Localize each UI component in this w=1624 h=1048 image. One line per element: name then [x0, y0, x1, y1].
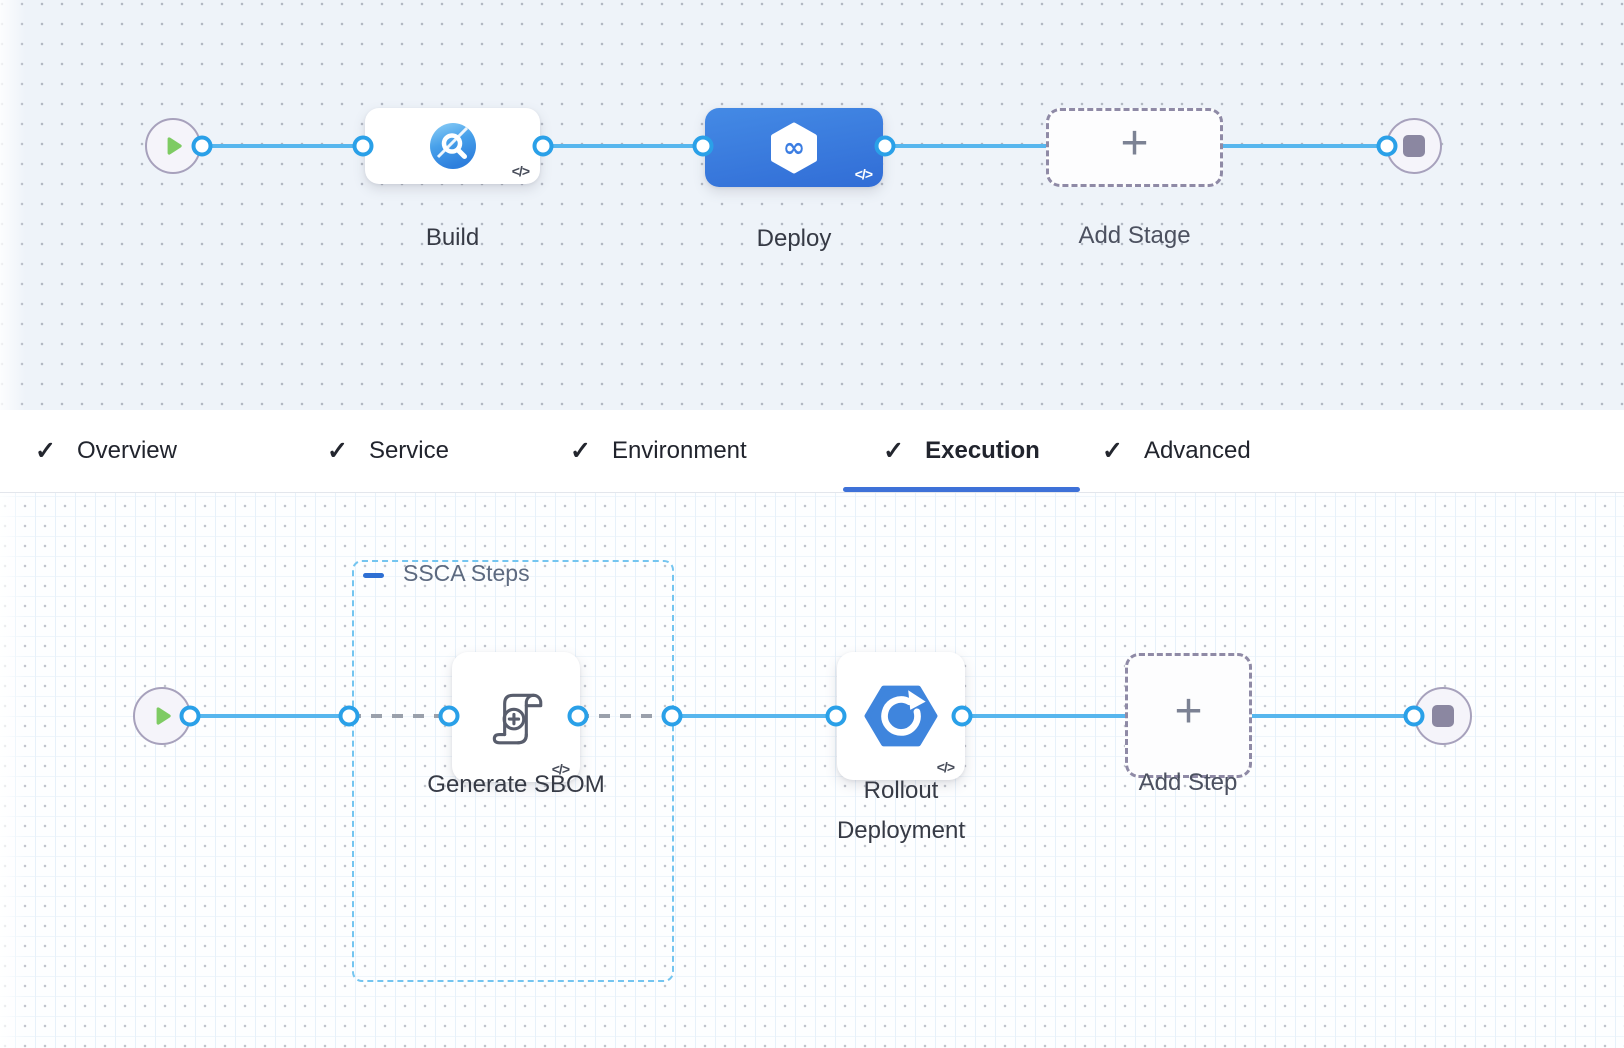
connector-dot[interactable]: [352, 135, 374, 157]
connector-dot[interactable]: [532, 135, 554, 157]
stage-canvas[interactable]: [0, 0, 1624, 410]
ci-build-icon: [428, 121, 478, 171]
collapse-group-button[interactable]: [363, 573, 384, 578]
step-connector-line: [190, 714, 350, 718]
tab-label: Service: [368, 437, 449, 464]
connector-dot[interactable]: [338, 705, 360, 727]
tab-service[interactable]: ✓ Service: [327, 410, 449, 492]
step-node-rollout-deployment[interactable]: </>: [837, 652, 965, 780]
connector-dot[interactable]: [567, 705, 589, 727]
add-stage-label: Add Stage: [1078, 222, 1191, 249]
connector-dot[interactable]: [951, 705, 973, 727]
connector-dot[interactable]: [1403, 705, 1425, 727]
add-step-label: Add Step: [1138, 769, 1238, 796]
step-label-generate-sbom: Generate SBOM: [427, 771, 605, 798]
step-connector-dashed: [578, 714, 672, 718]
execution-canvas[interactable]: [0, 493, 1624, 1048]
connector-dot[interactable]: [825, 705, 847, 727]
step-node-generate-sbom[interactable]: </>: [452, 652, 580, 782]
step-connector-dashed: [350, 714, 449, 718]
step-group-label: SSCA Steps: [403, 560, 530, 586]
svg-text:∞: ∞: [783, 132, 806, 163]
check-icon: ✓: [570, 436, 591, 465]
connector-dot[interactable]: [661, 705, 683, 727]
code-icon[interactable]: </>: [854, 166, 873, 182]
tab-label: Advanced: [1143, 437, 1251, 464]
tab-label: Execution: [925, 437, 1040, 464]
stop-icon: [1432, 705, 1454, 727]
sbom-scroll-icon: [483, 684, 549, 750]
step-connector-line: [672, 714, 1414, 718]
tab-advanced[interactable]: ✓ Advanced: [1102, 410, 1251, 492]
rollout-hexagon-arrow-icon: [864, 679, 938, 753]
connector-dot[interactable]: [692, 135, 714, 157]
play-icon: [149, 703, 175, 729]
plus-icon: +: [1174, 685, 1203, 739]
check-icon: ✓: [883, 436, 905, 465]
stage-node-deploy[interactable]: ∞ </>: [705, 108, 883, 187]
check-icon: ✓: [327, 436, 348, 465]
tab-environment[interactable]: ✓ Environment: [570, 410, 747, 492]
stop-icon: [1403, 135, 1425, 157]
connector-dot[interactable]: [191, 135, 213, 157]
cd-hexagon-infinity-icon: ∞: [767, 121, 821, 175]
add-step-button[interactable]: +: [1125, 653, 1252, 778]
connector-dot[interactable]: [179, 705, 201, 727]
connector-dot[interactable]: [1376, 135, 1398, 157]
play-icon: [160, 133, 186, 159]
tab-execution[interactable]: ✓ Execution: [843, 410, 1080, 492]
check-icon: ✓: [35, 436, 56, 465]
code-icon[interactable]: </>: [511, 163, 530, 179]
pipeline-start-node: [145, 118, 201, 174]
check-icon: ✓: [1102, 436, 1123, 465]
tab-label: Environment: [611, 437, 747, 464]
stage-node-build[interactable]: </>: [365, 108, 540, 184]
tab-overview[interactable]: ✓ Overview: [35, 410, 177, 492]
plus-icon: +: [1120, 117, 1149, 171]
stage-config-tabbar: ✓ Overview ✓ Service ✓ Environment ✓ Exe…: [0, 410, 1624, 493]
step-group-ssca: [352, 560, 674, 982]
tab-label: Overview: [76, 437, 177, 464]
code-icon[interactable]: </>: [551, 761, 570, 777]
step-label-rollout-deployment: Rollout Deployment: [836, 777, 966, 844]
connector-dot[interactable]: [874, 135, 896, 157]
connector-dot[interactable]: [438, 705, 460, 727]
stage-label-build: Build: [425, 224, 480, 251]
stage-label-deploy: Deploy: [756, 225, 832, 252]
add-stage-button[interactable]: +: [1046, 108, 1223, 187]
code-icon[interactable]: </>: [936, 759, 955, 775]
execution-start-node: [133, 687, 191, 745]
